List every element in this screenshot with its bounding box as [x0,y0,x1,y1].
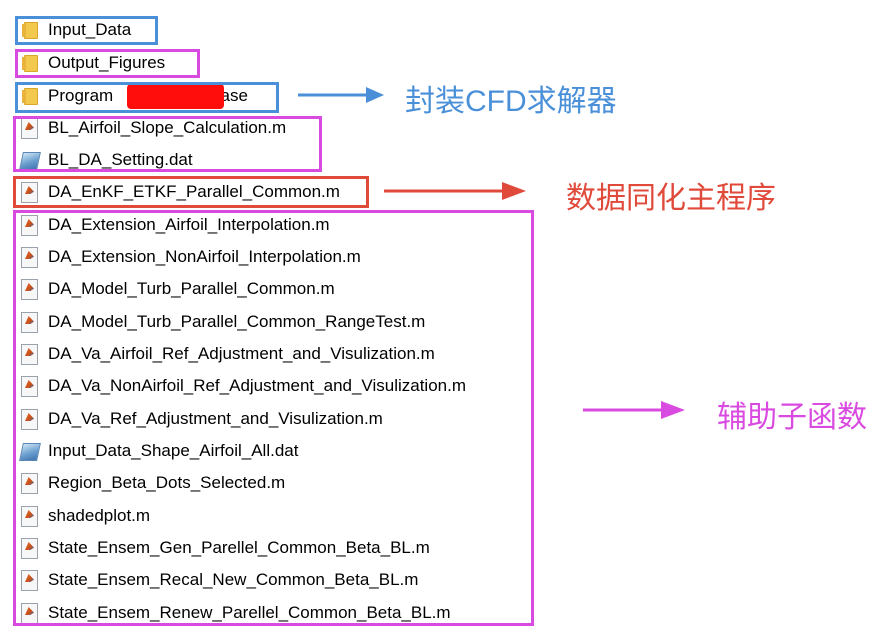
folder-icon [18,85,40,107]
highlight-helper-group [13,210,534,626]
file-name: BL_DA_Setting.dat [48,150,193,169]
row-state-ensem-gen[interactable]: State_Ensem_Gen_Parellel_Common_Beta_BL.… [18,533,430,563]
file-name: DA_Model_Turb_Parallel_Common_RangeTest.… [48,312,426,331]
row-output-figures[interactable]: Output_Figures [18,48,165,78]
row-da-enkf-main[interactable]: DA_EnKF_ETKF_Parallel_Common.m [18,177,340,207]
file-name: DA_Model_Turb_Parallel_Common.m [48,279,335,298]
matlab-file-icon [18,375,40,397]
highlight-input-data [15,16,158,45]
file-name: DA_Va_NonAirfoil_Ref_Adjustment_and_Visu… [48,376,466,395]
row-da-va-airfoil[interactable]: DA_Va_Airfoil_Ref_Adjustment_and_Visuliz… [18,339,435,369]
file-name: Output_Figures [48,53,166,72]
row-input-data[interactable]: Input_Data [18,15,131,45]
file-name: DA_EnKF_ETKF_Parallel_Common.m [48,182,340,201]
highlight-program-base [15,82,279,113]
file-name: BL_Airfoil_Slope_Calculation.m [48,118,287,137]
file-name: Input_Data_Shape_Airfoil_All.dat [48,441,299,460]
arrow-cfd-solver [298,87,384,103]
row-da-va-ref[interactable]: DA_Va_Ref_Adjustment_and_Visulization.m [18,404,383,434]
matlab-file-icon [18,343,40,365]
annotation-main-program: 数据同化主程序 [566,182,776,215]
file-name: DA_Va_Airfoil_Ref_Adjustment_and_Visuliz… [48,344,435,363]
folder-icon [18,52,40,74]
highlight-da-enkf-main [13,176,369,208]
file-name: Program [48,86,114,105]
matlab-file-icon [18,278,40,300]
matlab-file-icon [18,505,40,527]
row-da-ext-airfoil[interactable]: DA_Extension_Airfoil_Interpolation.m [18,210,330,240]
annotation-helper-functions: 辅助子函数 [717,401,867,434]
highlight-bl-group [13,116,322,172]
file-name: shadedplot.m [48,506,151,525]
row-da-model-turb-rangetest[interactable]: DA_Model_Turb_Parallel_Common_RangeTest.… [18,307,425,337]
arrow-helper-functions [583,401,685,419]
row-bl-da-setting[interactable]: BL_DA_Setting.dat [18,145,193,175]
file-name: DA_Va_Ref_Adjustment_and_Visulization.m [48,409,383,428]
file-name: DA_Extension_Airfoil_Interpolation.m [48,215,330,234]
arrow-main-program [384,182,526,200]
row-input-data-shape[interactable]: Input_Data_Shape_Airfoil_All.dat [18,436,298,466]
highlight-output-figures [15,49,200,78]
row-state-ensem-renew[interactable]: State_Ensem_Renew_Parellel_Common_Beta_B… [18,598,451,628]
file-name: State_Ensem_Gen_Parellel_Common_Beta_BL.… [48,538,430,557]
row-shadedplot[interactable]: shadedplot.m [18,501,150,531]
folder-icon [18,19,40,41]
file-name: State_Ensem_Renew_Parellel_Common_Beta_B… [48,603,451,622]
matlab-file-icon [18,311,40,333]
matlab-file-icon [18,214,40,236]
row-da-model-turb[interactable]: DA_Model_Turb_Parallel_Common.m [18,274,335,304]
matlab-file-icon [18,569,40,591]
file-name: DA_Extension_NonAirfoil_Interpolation.m [48,247,361,266]
redaction-block [127,84,224,109]
matlab-file-icon [18,472,40,494]
row-region-beta[interactable]: Region_Beta_Dots_Selected.m [18,468,285,498]
matlab-file-icon [18,408,40,430]
matlab-file-icon [18,246,40,268]
matlab-file-icon [18,181,40,203]
file-name: State_Ensem_Recal_New_Common_Beta_BL.m [48,570,419,589]
row-state-ensem-recal[interactable]: State_Ensem_Recal_New_Common_Beta_BL.m [18,565,418,595]
row-da-ext-nonairfoil[interactable]: DA_Extension_NonAirfoil_Interpolation.m [18,242,361,272]
matlab-file-icon [18,537,40,559]
row-da-va-nonairfoil[interactable]: DA_Va_NonAirfoil_Ref_Adjustment_and_Visu… [18,371,466,401]
file-name: Input_Data [48,20,132,39]
row-bl-airfoil-slope[interactable]: BL_Airfoil_Slope_Calculation.m [18,113,286,143]
file-name: Region_Beta_Dots_Selected.m [48,473,286,492]
annotation-cfd-solver: 封装CFD求解器 [405,85,617,118]
